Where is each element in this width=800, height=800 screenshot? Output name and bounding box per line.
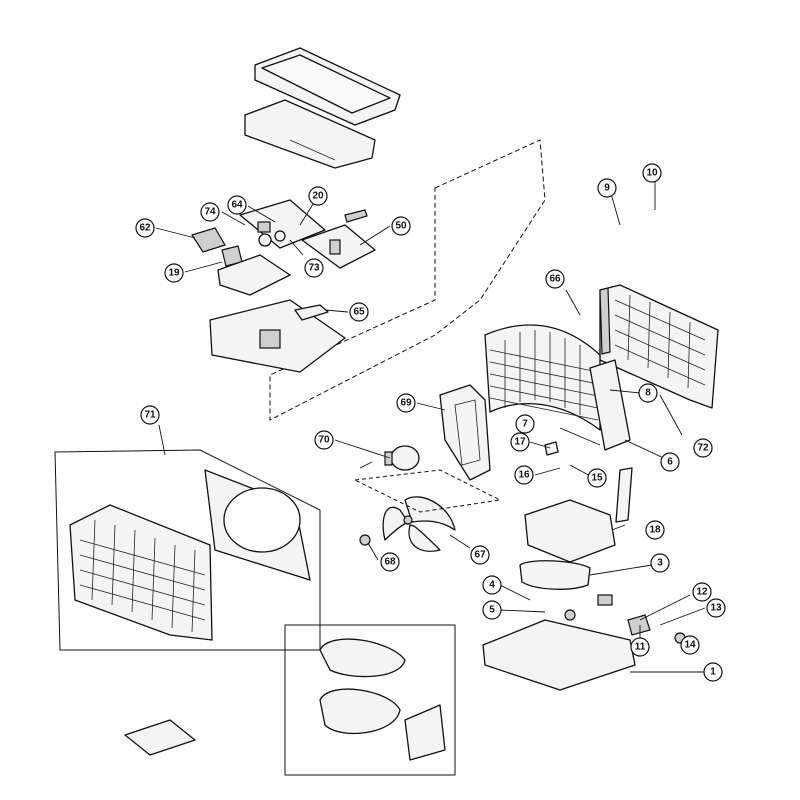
callout-label: 69 <box>400 398 412 409</box>
callout-19: 19 <box>164 263 184 283</box>
callout-11: 11 <box>630 637 650 657</box>
callout-label: 74 <box>204 207 216 218</box>
fan-motor <box>359 445 420 471</box>
terminal-cover <box>627 614 651 636</box>
callout-1: 1 <box>703 662 723 682</box>
callout-label: 5 <box>489 605 495 616</box>
callout-label: 70 <box>318 435 330 446</box>
callout-15: 15 <box>587 468 607 488</box>
callout-67: 67 <box>470 545 490 565</box>
callout-64: 64 <box>227 195 247 215</box>
callout-label: 72 <box>697 443 709 454</box>
base-pan <box>482 619 636 691</box>
sensor <box>544 441 559 456</box>
callout-9: 9 <box>597 178 617 198</box>
front-grille-box <box>54 449 321 651</box>
callout-label: 64 <box>231 200 243 211</box>
callout-label: 62 <box>139 223 151 234</box>
callout-label: 11 <box>635 642 646 653</box>
label-plate <box>124 719 196 756</box>
callout-6: 6 <box>660 452 680 472</box>
callout-7: 7 <box>515 414 535 434</box>
callout-label: 7 <box>522 419 528 430</box>
callout-label: 16 <box>518 470 530 481</box>
callout-69: 69 <box>396 393 416 413</box>
callout-68: 68 <box>380 552 400 572</box>
front-grille <box>69 469 311 641</box>
callout-label: 20 <box>312 191 324 202</box>
callout-label: 3 <box>657 558 663 569</box>
callout-label: 73 <box>308 263 320 274</box>
callout-label: 12 <box>696 587 708 598</box>
callout-label: 65 <box>353 307 365 318</box>
callout-13: 13 <box>706 598 726 618</box>
callout-8: 8 <box>638 383 658 403</box>
callout-50: 50 <box>391 216 411 236</box>
fan-blade <box>353 469 502 552</box>
top-cover <box>244 47 401 169</box>
callout-label: 67 <box>474 550 486 561</box>
callout-74: 74 <box>200 202 220 222</box>
callout-label: 19 <box>168 268 180 279</box>
compressor <box>519 499 616 606</box>
callout-70: 70 <box>314 430 334 450</box>
callout-label: 8 <box>645 388 651 399</box>
callout-62: 62 <box>135 218 155 238</box>
callout-label: 50 <box>395 221 407 232</box>
callout-label: 18 <box>649 525 661 536</box>
leader-lines <box>155 175 715 673</box>
callout-14: 14 <box>680 635 700 655</box>
callout-label: 4 <box>489 580 495 591</box>
callout-65: 65 <box>349 302 369 322</box>
callout-16: 16 <box>514 465 534 485</box>
insulation-box <box>284 624 456 776</box>
callout-label: 10 <box>646 168 658 179</box>
callout-label: 14 <box>684 640 696 651</box>
callout-72: 72 <box>693 438 713 458</box>
insulation-parts <box>319 638 446 761</box>
callout-label: 1 <box>710 667 716 678</box>
callout-label: 6 <box>667 457 673 468</box>
callout-label: 17 <box>514 437 526 448</box>
callout-label: 13 <box>710 603 722 614</box>
callout-18: 18 <box>645 520 665 540</box>
fan-bracket <box>439 384 491 481</box>
callout-label: 71 <box>144 410 156 421</box>
control-board-group <box>191 199 376 373</box>
callout-20: 20 <box>308 186 328 206</box>
callout-label: 15 <box>591 473 603 484</box>
callout-12: 12 <box>692 582 712 602</box>
callout-73: 73 <box>304 258 324 278</box>
fan-nut <box>359 534 371 546</box>
heat-exchanger <box>484 287 631 451</box>
callout-label: 9 <box>604 183 610 194</box>
grommet <box>564 609 576 621</box>
callout-label: 68 <box>384 557 396 568</box>
callout-5: 5 <box>482 600 502 620</box>
callout-17: 17 <box>510 432 530 452</box>
callout-10: 10 <box>642 163 662 183</box>
pipe <box>615 467 633 523</box>
callout-4: 4 <box>482 575 502 595</box>
callout-66: 66 <box>545 269 565 289</box>
callout-label: 66 <box>549 274 561 285</box>
callout-71: 71 <box>140 405 160 425</box>
callout-3: 3 <box>650 553 670 573</box>
